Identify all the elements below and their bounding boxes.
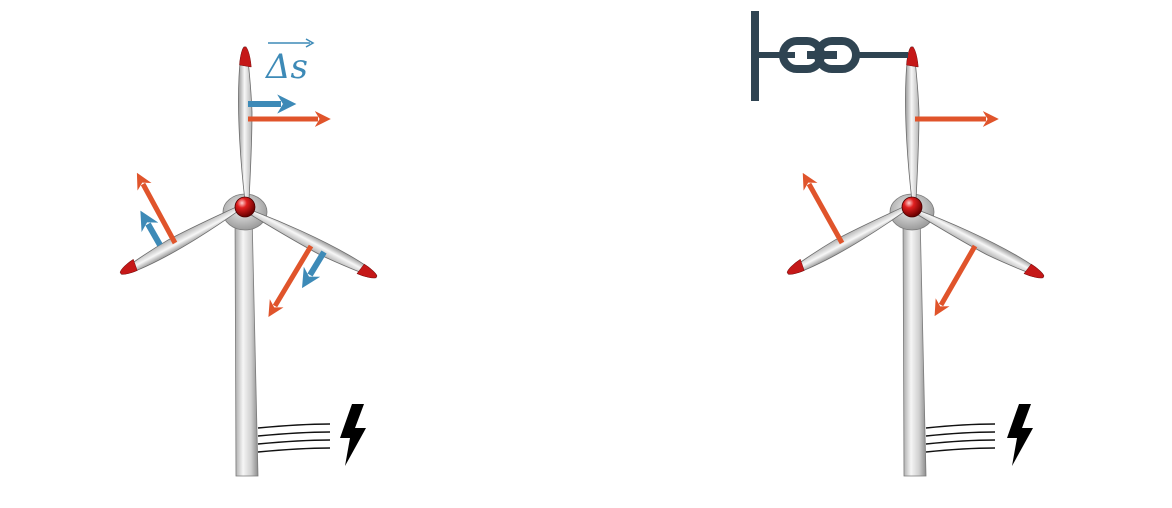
hub (234, 196, 256, 218)
hub (901, 196, 923, 218)
vector-overline-head (305, 38, 315, 48)
orange-arrow-left (136, 172, 178, 245)
chain-anchor-icon (751, 11, 908, 101)
blade-left (117, 202, 244, 280)
blue-arrow-left (140, 210, 163, 247)
turbine-right (751, 11, 1047, 477)
orange-arrow-left (802, 172, 845, 245)
displacement-label: Δs (264, 47, 308, 87)
orange-arrow-right (934, 244, 978, 317)
blade-top (238, 46, 253, 202)
power-cable (257, 423, 331, 453)
blade-left (784, 202, 911, 280)
tower (902, 213, 927, 477)
lightning-bolt-icon (340, 404, 366, 466)
lightning-bolt-icon (1007, 404, 1033, 466)
turbine-left: Δs (117, 38, 380, 477)
blade-top (905, 46, 920, 202)
power-cable (925, 423, 996, 453)
tower (234, 213, 259, 477)
blade-right (913, 203, 1047, 284)
blue-arrow-right (302, 250, 327, 289)
orange-arrow-right (268, 244, 314, 317)
